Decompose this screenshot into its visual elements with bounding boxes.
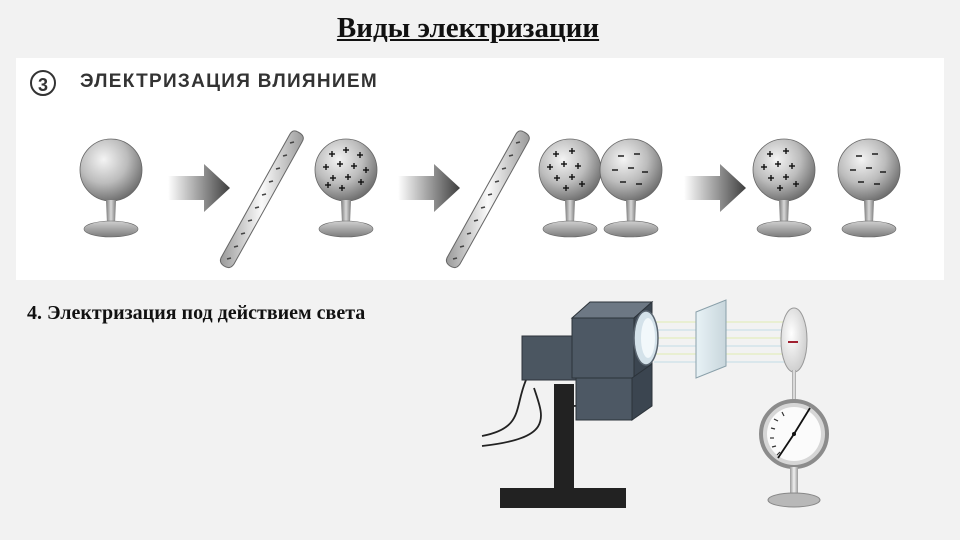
neutral-sphere	[79, 138, 143, 238]
photoeffect-diagram	[481, 299, 829, 508]
charged-rod-icon	[219, 130, 305, 269]
arrow-icon	[684, 164, 746, 212]
negative-sphere	[837, 138, 901, 238]
charged-disc	[780, 307, 808, 404]
page-title: Виды электризации	[336, 12, 600, 44]
projector-icon	[521, 300, 659, 421]
section-heading: 4. Электризация под действием света	[27, 302, 366, 324]
positive-sphere	[752, 138, 816, 238]
arrow-icon	[398, 164, 460, 212]
panel-number-badge: 3	[30, 70, 56, 96]
light-beams	[654, 321, 804, 363]
electroscope-icon	[759, 399, 829, 508]
panel-heading: ЭЛЕКТРИЗАЦИЯ ВЛИЯНИЕМ	[80, 71, 378, 92]
arrow-icon	[168, 164, 230, 212]
glass-plate-icon	[695, 299, 727, 379]
stand	[500, 384, 626, 508]
induction-panel: 3 ЭЛЕКТРИЗАЦИЯ ВЛИЯНИЕМ	[16, 58, 944, 280]
induced-sphere	[314, 138, 378, 238]
positive-sphere	[538, 138, 602, 238]
charged-rod-icon	[445, 130, 531, 269]
negative-sphere	[599, 138, 663, 238]
